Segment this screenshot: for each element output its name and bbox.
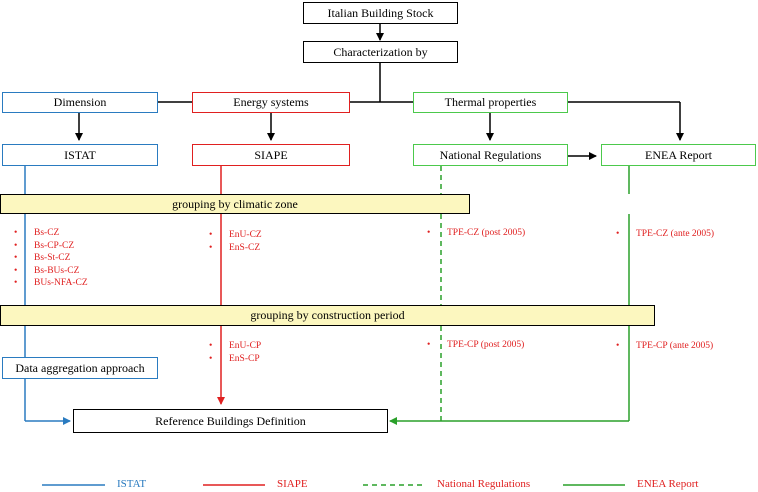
enea-report-box: ENEA Report — [601, 144, 756, 166]
data-aggregation-box: Data aggregation approach — [2, 357, 158, 379]
list-item: Bs-CZ — [14, 227, 88, 240]
national-regulations-box: National Regulations — [413, 144, 568, 166]
enea-cp-list: TPE-CP (ante 2005) — [616, 340, 713, 353]
legend-label-istat: ISTAT — [117, 478, 147, 490]
list-item: BUs-NFA-CZ — [14, 277, 88, 290]
list-item: TPE-CP (ante 2005) — [616, 340, 713, 353]
istat-cz-list: Bs-CZ Bs-CP-CZ Bs-St-CZ Bs-BUs-CZ BUs-NF… — [14, 227, 88, 290]
national-regulations-cp-list: TPE-CP (post 2005) — [427, 339, 524, 352]
list-item: EnU-CP — [209, 340, 261, 353]
legend-label-enea-report: ENEA Report — [637, 478, 699, 490]
thermal-properties-box: Thermal properties — [413, 92, 568, 113]
enea-cz-list: TPE-CZ (ante 2005) — [616, 228, 714, 241]
siape-cz-list: EnU-CZ EnS-CZ — [209, 229, 262, 254]
list-item: TPE-CP (post 2005) — [427, 339, 524, 352]
national-regulations-cz-list: TPE-CZ (post 2005) — [427, 227, 525, 240]
list-item: TPE-CZ (post 2005) — [427, 227, 525, 240]
list-item: Bs-BUs-CZ — [14, 265, 88, 278]
list-item: TPE-CZ (ante 2005) — [616, 228, 714, 241]
reference-buildings-box: Reference Buildings Definition — [73, 409, 388, 433]
siape-cp-list: EnU-CP EnS-CP — [209, 340, 261, 365]
list-item: Bs-St-CZ — [14, 252, 88, 265]
dimension-box: Dimension — [2, 92, 158, 113]
grouping-climatic-zone-band: grouping by climatic zone — [0, 194, 470, 214]
energy-systems-box: Energy systems — [192, 92, 350, 113]
siape-box: SIAPE — [192, 144, 350, 166]
list-item: Bs-CP-CZ — [14, 240, 88, 253]
legend-label-national-regulations: National Regulations — [437, 478, 531, 490]
list-item: EnU-CZ — [209, 229, 262, 242]
italian-building-stock-box: Italian Building Stock — [303, 2, 458, 24]
list-item: EnS-CZ — [209, 242, 262, 255]
istat-box: ISTAT — [2, 144, 158, 166]
legend-label-siape: SIAPE — [277, 478, 308, 490]
grouping-construction-period-band: grouping by construction period — [0, 305, 655, 326]
list-item: EnS-CP — [209, 353, 261, 366]
characterization-box: Characterization by — [303, 41, 458, 63]
